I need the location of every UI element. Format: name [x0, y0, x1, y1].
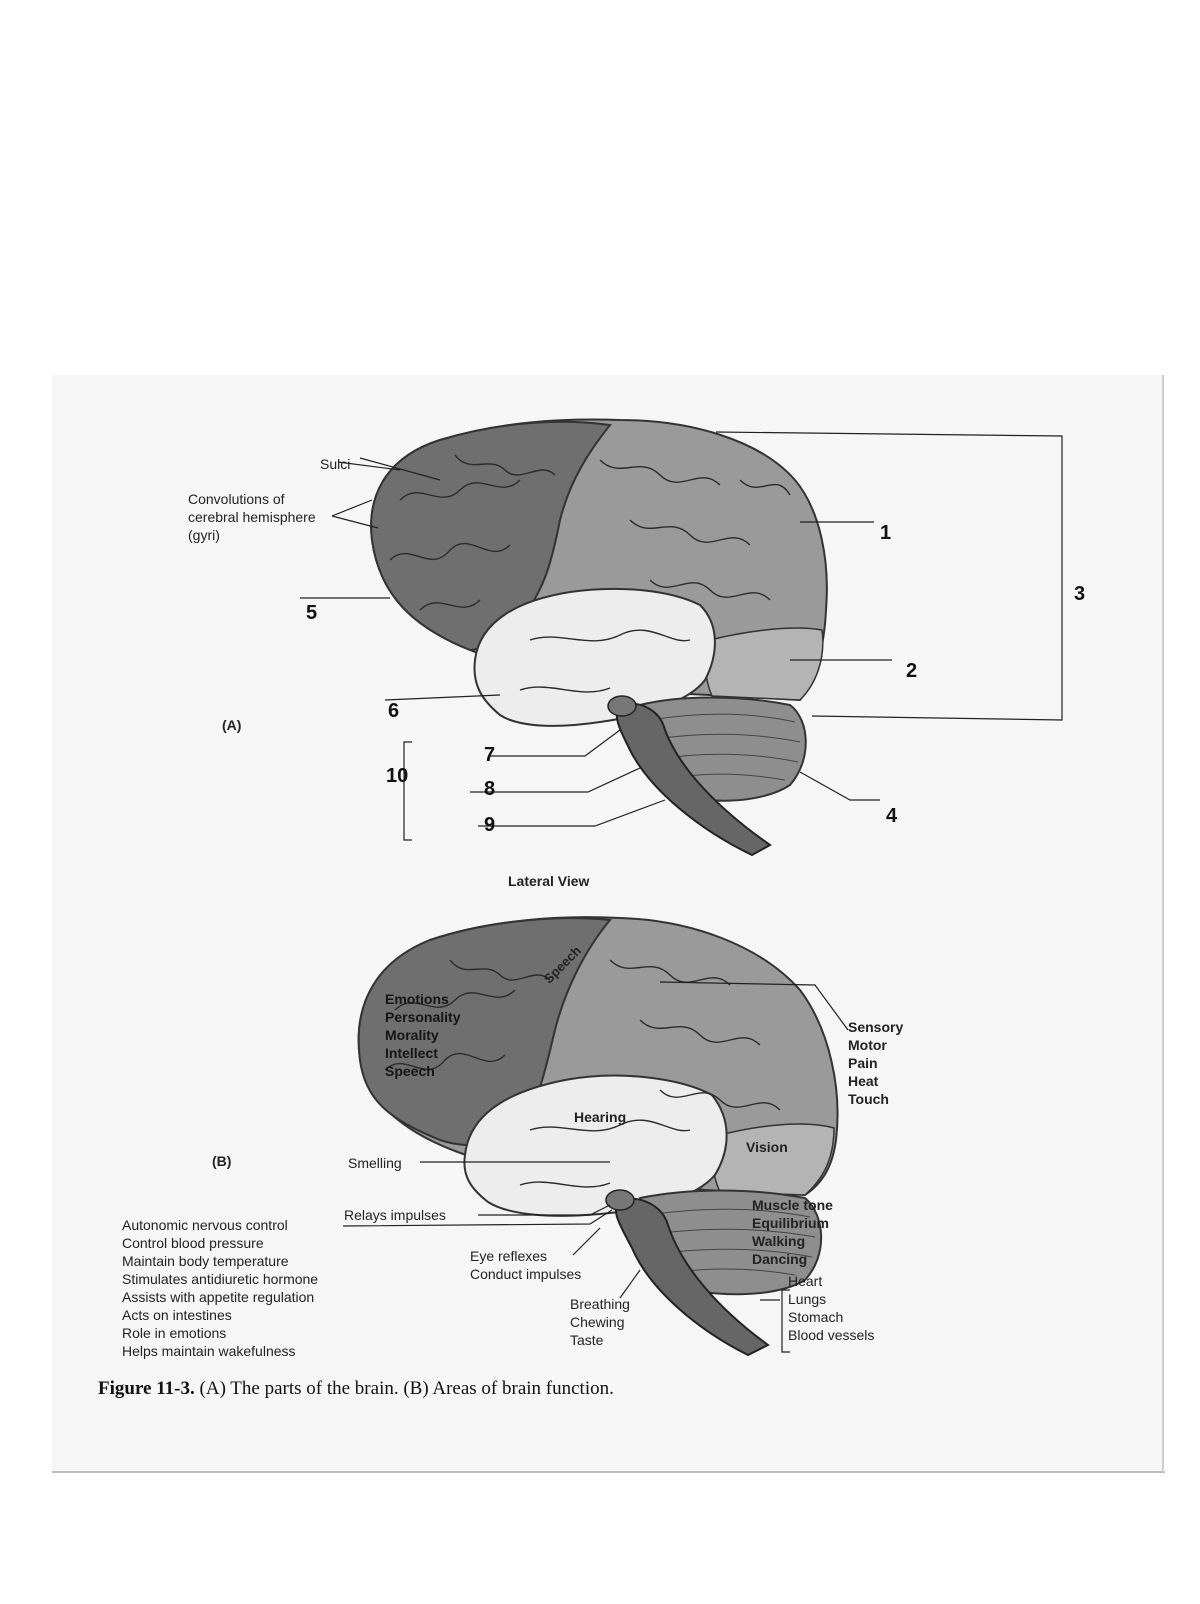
panel-b-tag: (B)	[212, 1153, 232, 1169]
frontal-function-item: Emotions	[385, 991, 449, 1007]
frontal-function-item: Speech	[385, 1063, 435, 1079]
label-hypothalamus-functions: Autonomic nervous control Control blood …	[122, 1216, 318, 1360]
number-label-9: 9	[484, 814, 496, 836]
midbrain-function-item: Conduct impulses	[470, 1266, 582, 1282]
cerebellum-function-item: Walking	[752, 1233, 806, 1249]
parietal-function-item: Motor	[848, 1037, 887, 1053]
label-gyri-line: (gyri)	[188, 527, 220, 543]
figure-caption: Figure 11-3. (A) The parts of the brain.…	[98, 1378, 614, 1400]
brain-b-occipital-lobe	[712, 1123, 835, 1196]
medulla-organ-item: Stomach	[788, 1309, 844, 1325]
cerebellum-function-item: Dancing	[752, 1251, 808, 1267]
label-parietal-functions: Sensory Motor Pain Heat Touch	[848, 1018, 903, 1108]
pons-function-item: Taste	[570, 1332, 604, 1348]
medulla-organ-item: Heart	[788, 1273, 823, 1289]
label-midbrain-functions: Eye reflexes Conduct impulses	[470, 1247, 581, 1283]
number-label-6: 6	[388, 700, 400, 722]
number-label-3: 3	[1074, 583, 1086, 605]
label-cerebellum-functions: Muscle tone Equilibrium Walking Dancing	[752, 1196, 833, 1268]
brain-b-frontal-lobe	[357, 917, 612, 1146]
number-label-2: 2	[906, 660, 918, 682]
number-label-10: 10	[386, 765, 409, 787]
label-relays-impulses: Relays impulses	[344, 1207, 446, 1223]
brain-a	[300, 418, 1063, 857]
midbrain-function-item: Eye reflexes	[470, 1248, 548, 1264]
cerebellum-function-item: Equilibrium	[752, 1215, 829, 1231]
hypothalamus-function-item: Maintain body temperature	[122, 1253, 289, 1269]
number-label-8: 8	[484, 778, 496, 800]
hypothalamus-function-item: Role in emotions	[122, 1325, 227, 1341]
number-label-5: 5	[306, 602, 318, 624]
number-label-4: 4	[886, 805, 898, 827]
label-pons-functions: Breathing Chewing Taste	[570, 1295, 630, 1349]
label-smelling: Smelling	[348, 1155, 402, 1171]
cerebellum-function-item: Muscle tone	[752, 1197, 833, 1213]
brain-a-leader-lines	[300, 431, 1063, 841]
brain-a-pons	[607, 695, 637, 717]
brain-b-leader-lines	[342, 981, 849, 1353]
hypothalamus-function-item: Autonomic nervous control	[122, 1217, 288, 1233]
number-label-1: 1	[880, 522, 892, 544]
figure-caption-text: (A) The parts of the brain. (B) Areas of…	[199, 1378, 614, 1399]
hypothalamus-function-item: Stimulates antidiuretic hormone	[122, 1271, 319, 1287]
label-gyri-line: cerebral hemisphere	[188, 509, 316, 525]
brain-b	[342, 916, 849, 1357]
brain-a-temporal-lobe	[473, 587, 716, 727]
frontal-function-item: Morality	[385, 1027, 439, 1043]
hypothalamus-function-item: Helps maintain wakefulness	[122, 1343, 296, 1359]
hypothalamus-function-item: Assists with appetite regulation	[122, 1289, 315, 1305]
parietal-function-item: Pain	[848, 1055, 878, 1071]
hypothalamus-function-item: Control blood pressure	[122, 1235, 264, 1251]
parietal-function-item: Heat	[848, 1073, 879, 1089]
figure-number: Figure 11-3.	[98, 1378, 195, 1399]
brain-a-frontal-lobe	[370, 420, 612, 652]
brain-a-brainstem	[615, 702, 772, 857]
label-gyri-line: Convolutions of	[188, 491, 285, 507]
brain-a-occipital-lobe	[704, 627, 824, 701]
brain-b-pons	[605, 1189, 635, 1211]
frontal-function-item: Personality	[385, 1009, 461, 1025]
number-label-7: 7	[484, 744, 496, 766]
label-sulci: Sulci	[320, 456, 351, 472]
brain-b-temporal-lobe	[463, 1074, 728, 1217]
panel-a-tag: (A)	[222, 717, 242, 733]
label-medulla-organs: Heart Lungs Stomach Blood vessels	[788, 1272, 874, 1344]
brain-b-gyri-lines	[384, 959, 781, 1188]
medulla-organ-item: Blood vessels	[788, 1327, 875, 1343]
pons-function-item: Chewing	[570, 1314, 625, 1330]
pons-function-item: Breathing	[570, 1296, 630, 1312]
brain-b-brainstem	[614, 1197, 770, 1357]
parietal-function-item: Sensory	[848, 1019, 904, 1035]
frontal-function-item: Intellect	[385, 1045, 438, 1061]
label-hearing: Hearing	[574, 1109, 627, 1125]
label-lateral-view: Lateral View	[508, 873, 590, 889]
medulla-organ-item: Lungs	[788, 1291, 827, 1307]
hypothalamus-function-item: Acts on intestines	[122, 1307, 232, 1323]
label-gyri: Convolutions of cerebral hemisphere (gyr…	[188, 490, 316, 544]
label-vision: Vision	[746, 1139, 788, 1155]
brain-a-gyri-lines	[389, 454, 791, 693]
label-frontal-functions: Emotions Personality Morality Intellect …	[385, 990, 460, 1080]
parietal-function-item: Touch	[848, 1091, 889, 1107]
